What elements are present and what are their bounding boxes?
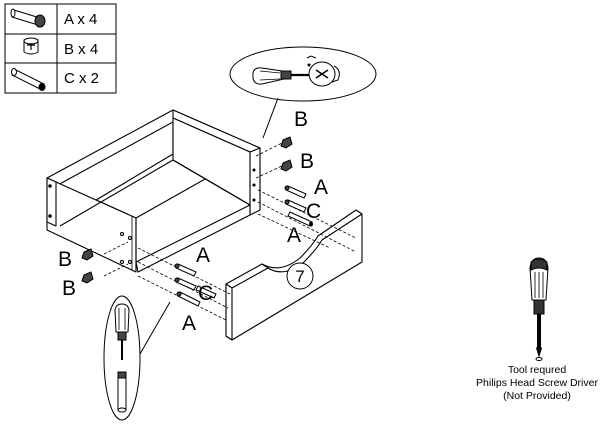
step-number: 7: [295, 267, 304, 286]
screwdriver-detail-bubble: [103, 295, 171, 421]
label-a: A: [182, 312, 196, 335]
legend-a-count: A x 4: [64, 11, 97, 28]
label-b: B: [300, 150, 314, 173]
screwdriver-icon: [529, 257, 549, 361]
wood-dowel-icon: [11, 68, 46, 91]
label-b: B: [294, 108, 308, 131]
hardware-left: [81, 248, 217, 307]
label-a: A: [196, 244, 210, 267]
cam-dowel-icon: [10, 8, 46, 28]
parts-legend: [4, 3, 117, 94]
part-labels: B B A C A A C A B B: [58, 108, 328, 335]
legend-c-count: C x 2: [64, 70, 99, 87]
label-a: A: [287, 224, 301, 247]
legend-b-count: B x 4: [64, 41, 98, 58]
label-c: C: [306, 200, 321, 223]
tool-name-label: Philips Head Screw Driver: [476, 377, 598, 389]
step-number-badge: 7: [286, 262, 314, 290]
cam-lock-icon: [23, 37, 39, 55]
hardware-right: [280, 136, 313, 227]
drawer-box: [46, 109, 261, 273]
tool-note-label: (Not Provided): [503, 390, 571, 402]
tool-required-label: Tool requred: [508, 364, 567, 376]
detail-bubble: [229, 46, 377, 139]
label-a: A: [314, 176, 328, 199]
label-b: B: [62, 277, 76, 300]
label-c: C: [198, 282, 213, 305]
label-b: B: [58, 248, 72, 271]
